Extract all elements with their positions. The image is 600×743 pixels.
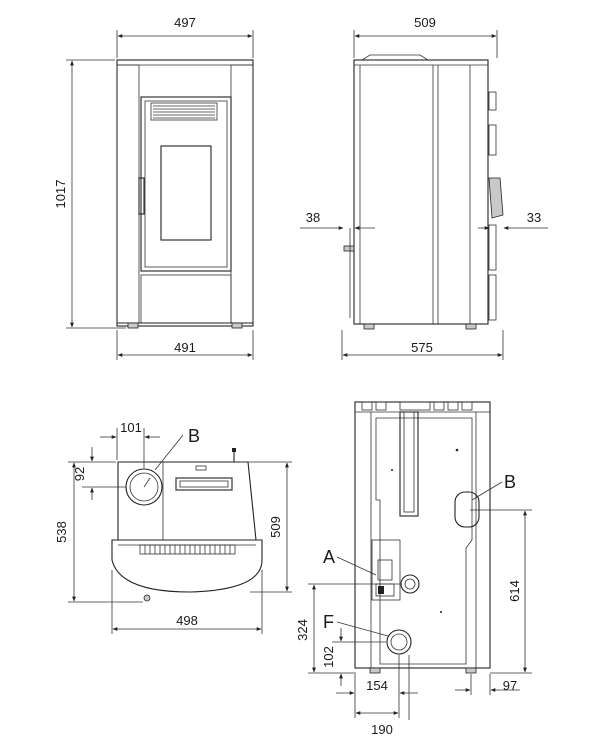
- rear-top-grille: [361, 401, 473, 411]
- top-grille: [139, 544, 236, 555]
- side-rear-handle: [488, 177, 504, 219]
- rear-air-inlet: [400, 574, 420, 594]
- side-foot-rear: [465, 323, 477, 330]
- dim-top-width: 498: [176, 613, 198, 628]
- dim-front-width-bottom: 491: [174, 340, 196, 355]
- front-right-panel: [230, 64, 254, 324]
- side-foot-front: [363, 323, 375, 330]
- front-glass: [160, 145, 212, 241]
- rear-label-b: B: [504, 472, 516, 492]
- dim-rear-b-height: 614: [507, 580, 522, 602]
- front-lower-panel: [140, 274, 232, 324]
- top-view: B 101 92 538 509 498: [54, 420, 292, 634]
- side-front-knob: [343, 245, 355, 252]
- rear-vertical-duct: [399, 411, 419, 517]
- front-left-panel: [116, 64, 140, 324]
- dim-side-handle-offset: 38: [306, 210, 320, 225]
- dim-front-width-top: 497: [174, 15, 196, 30]
- top-pellet-hatch: [175, 477, 233, 491]
- dim-side-rear-offset: 33: [527, 210, 541, 225]
- front-top-grille: [150, 102, 218, 121]
- dim-rear-f-offset-x: 154: [366, 678, 388, 693]
- dim-rear-f-offset-x2: 190: [371, 722, 393, 737]
- rear-label-f: F: [323, 612, 334, 632]
- rear-foot-left: [369, 667, 381, 674]
- top-label-b: B: [188, 426, 200, 446]
- top-body-front: [111, 539, 263, 593]
- front-foot-left: [127, 322, 139, 329]
- rear-inner-panel: [375, 417, 473, 665]
- dim-side-depth-top: 509: [414, 15, 436, 30]
- rear-view: A B F 614 324 102 154 190: [295, 401, 532, 737]
- side-body-outline: [353, 59, 489, 325]
- front-body-outline: [116, 59, 254, 327]
- side-view: 509 575 38 33: [300, 15, 548, 360]
- rear-label-a: A: [323, 547, 335, 567]
- rear-control-area-a: [371, 539, 401, 601]
- rear-body-outline: [354, 401, 491, 669]
- front-door: [140, 96, 232, 272]
- dim-rear-f-height: 102: [321, 646, 336, 668]
- dim-side-depth-bottom: 575: [411, 340, 433, 355]
- dim-front-height: 1017: [53, 180, 68, 209]
- dim-rear-a-height: 324: [295, 619, 310, 641]
- dim-top-depth-body: 509: [268, 516, 283, 538]
- front-handle: [138, 177, 145, 215]
- rear-flue-outlet-b: [454, 491, 480, 528]
- rear-outlet-f: [386, 629, 412, 655]
- front-view: 497 491 1017: [53, 15, 254, 360]
- front-foot-right: [231, 322, 243, 329]
- dim-rear-foot-offset: 97: [503, 678, 517, 693]
- dim-top-depth-total: 538: [54, 521, 69, 543]
- dim-top-b-offset-x: 101: [120, 420, 142, 435]
- rear-foot-right: [465, 667, 477, 674]
